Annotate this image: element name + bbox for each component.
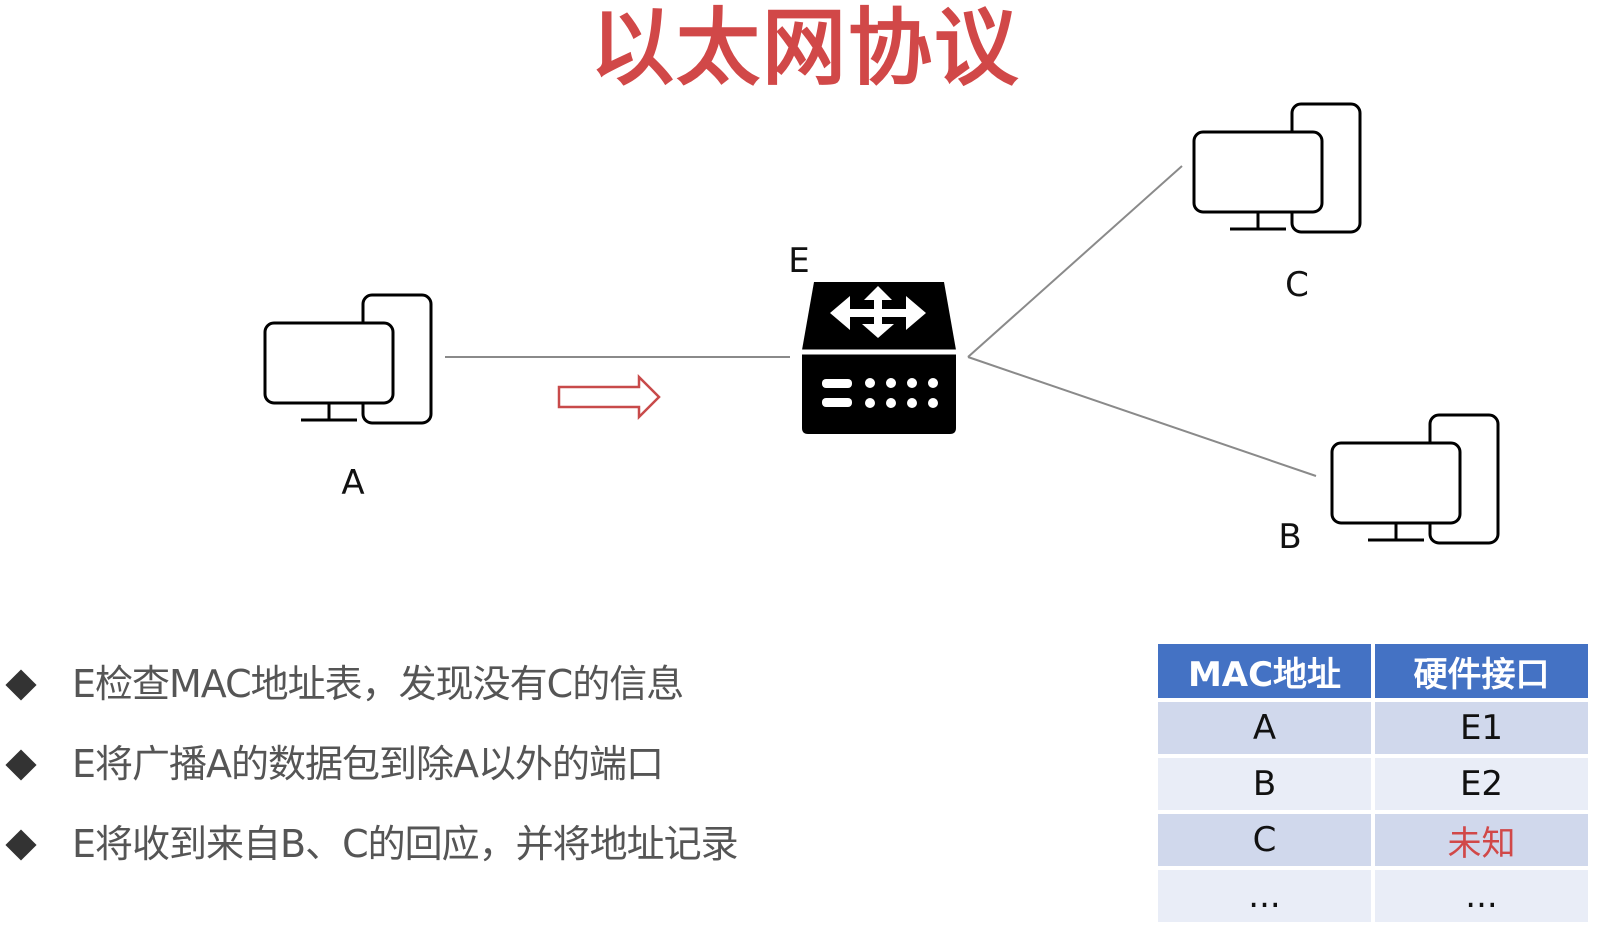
page-title: 以太网协议 [589,0,1020,97]
cell-mac: B [1158,758,1371,810]
table-row: B E2 [1158,758,1588,810]
link-e-c [967,165,1183,358]
link-e-b [967,356,1317,477]
bullet-text: E将广播A的数据包到除A以外的端口 [72,742,664,786]
right-arrow-icon [557,373,661,421]
computer-a-icon [263,293,433,425]
mac-address-table: MAC地址 硬件接口 A E1 B E2 C 未知 ... ... [1154,640,1592,926]
cell-port: E1 [1375,702,1588,754]
cell-mac: A [1158,702,1371,754]
diamond-bullet-icon [5,829,37,861]
table-row: C 未知 [1158,814,1588,866]
header-hardware-port: 硬件接口 [1375,644,1588,698]
cell-port-unknown: 未知 [1375,814,1588,866]
cell-mac: C [1158,814,1371,866]
table-row: ... ... [1158,870,1588,922]
node-label-b: B [1278,517,1301,557]
bullet-list: E检查MAC地址表，发现没有C的信息 E将广播A的数据包到除A以外的端口 E将收… [5,660,739,900]
node-label-e: E [788,241,809,281]
bullet-text: E将收到来自B、C的回应，并将地址记录 [72,822,739,866]
list-item: E将广播A的数据包到除A以外的端口 [5,740,738,820]
cell-port: E2 [1375,758,1588,810]
list-item: E检查MAC地址表，发现没有C的信息 [5,660,738,740]
cell-port: ... [1375,870,1588,922]
list-item: E将收到来自B、C的回应，并将地址记录 [5,820,739,900]
computer-c-icon [1192,102,1362,234]
header-mac-address: MAC地址 [1158,644,1371,698]
node-label-a: A [341,463,364,503]
computer-b-icon [1330,413,1500,545]
node-label-c: C [1285,265,1309,305]
bullet-text: E检查MAC地址表，发现没有C的信息 [72,662,684,706]
cell-mac: ... [1158,870,1371,922]
network-diagram: A E C B [263,102,1500,557]
diamond-bullet-icon [5,749,37,781]
table-row: A E1 [1158,702,1588,754]
switch-icon [802,282,956,434]
table-header-row: MAC地址 硬件接口 [1158,644,1588,698]
diamond-bullet-icon [5,669,37,701]
